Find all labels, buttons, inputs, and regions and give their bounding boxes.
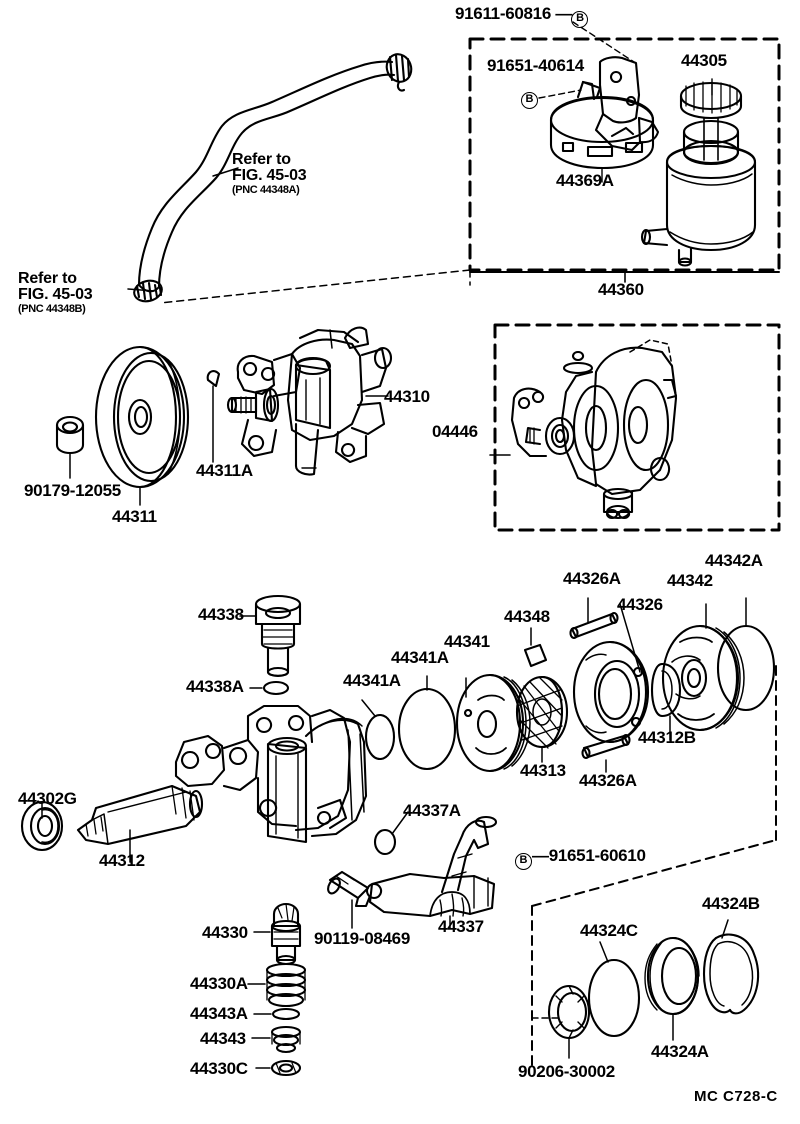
part-label-44337A: 44337A xyxy=(403,801,461,820)
part-label-90206-30002: 90206-30002 xyxy=(518,1062,615,1081)
part-label-44342A: 44342A xyxy=(705,551,763,570)
washer-44330C xyxy=(270,1059,302,1077)
part-label-44343: 44343 xyxy=(200,1029,246,1048)
oring-44324C xyxy=(587,958,641,1038)
part-label-44305: 44305 xyxy=(681,51,727,70)
part-label-91651-60610: B—91651-60610 xyxy=(515,847,646,870)
seal-kit-dashed-box xyxy=(531,659,777,1071)
part-label-44341: 44341 xyxy=(444,632,490,651)
bolt-90119 xyxy=(327,870,372,908)
part-label-44348: 44348 xyxy=(504,607,550,626)
part-label-44341A-b: 44341A xyxy=(391,648,449,667)
refer-pnc-bottom: (PNC 44348B) xyxy=(18,302,86,315)
reservoir-tank xyxy=(640,81,757,267)
part-label-90119-08469: 90119-08469 xyxy=(314,929,410,948)
part-label-90179-12055: 90179-12055 xyxy=(24,481,121,500)
part-label-44338: 44338 xyxy=(198,605,244,624)
part-label-44312: 44312 xyxy=(99,851,145,870)
part-label-44341A-a: 44341A xyxy=(343,671,401,690)
part-label-44324B: 44324B xyxy=(702,894,760,913)
refer-to-fig-bottom: Refer to FIG. 45-03 (PNC 44348B) xyxy=(18,270,93,315)
part-label-44313: 44313 xyxy=(520,761,566,780)
pulley-nut-90179 xyxy=(55,415,85,455)
oring-44341A-small xyxy=(364,713,396,761)
part-code-2: 91651-60610 xyxy=(548,846,646,865)
reservoir-dashed-box xyxy=(468,37,781,272)
reservoir-clamp-44369A xyxy=(549,80,655,170)
spring-44330A xyxy=(265,962,307,1008)
part-label-44310: 44310 xyxy=(384,387,430,406)
marker-b-icon: B xyxy=(571,11,589,28)
seal-44324A xyxy=(644,936,700,1016)
part-label-44324A: 44324A xyxy=(651,1042,709,1061)
refer-line-2: FIG. 45-03 xyxy=(232,167,307,185)
part-label-44326A-a: 44326A xyxy=(563,569,621,588)
pump-body-44310 xyxy=(206,326,393,476)
part-label-04446: 04446 xyxy=(432,422,478,441)
spring-44343 xyxy=(270,1025,302,1054)
seal-44302G xyxy=(20,800,64,852)
part-label-44330A: 44330A xyxy=(190,974,248,993)
part-label-44324C: 44324C xyxy=(580,921,638,940)
valve-44330 xyxy=(270,902,302,966)
part-label-44311A: 44311A xyxy=(196,461,253,480)
oring-44338A xyxy=(262,680,290,696)
snap-ring-44324B xyxy=(702,933,760,1015)
marker-b-91651-40614: B xyxy=(521,87,538,109)
part-label-44360: 44360 xyxy=(598,280,644,299)
shaft-44312 xyxy=(76,784,204,846)
seal-90206-30002 xyxy=(547,984,591,1040)
refer-pnc-top: (PNC 44348A) xyxy=(232,183,300,196)
refer-line-1: Refer to xyxy=(232,151,291,168)
part-label-44342: 44342 xyxy=(667,571,713,590)
part-label-44311: 44311 xyxy=(112,507,157,526)
cam-ring-44326 xyxy=(572,640,650,744)
gasket-kit-contents xyxy=(510,339,678,520)
key-44348 xyxy=(523,643,548,668)
pump-housing-lower xyxy=(174,704,368,844)
part-label-91611-60816: 91611-60816 —B xyxy=(455,4,589,28)
part-label-44343A: 44343A xyxy=(190,1004,248,1023)
marker-b-icon-2: B xyxy=(515,853,532,870)
part-label-44330: 44330 xyxy=(202,923,248,942)
pulley-44311 xyxy=(94,345,190,489)
diagram-footer-code: MC C728-C xyxy=(694,1088,778,1105)
snap-ring-44312B xyxy=(650,662,682,718)
part-label-44326: 44326 xyxy=(617,595,663,614)
oring-44341A-large xyxy=(397,687,457,771)
part-code: 91611-60816 xyxy=(455,4,551,23)
part-label-91651-40614: 91651-40614 xyxy=(487,56,584,75)
refer-line-2b: FIG. 45-03 xyxy=(18,286,93,304)
bolt-44338 xyxy=(254,594,302,678)
refer-to-fig-top: Refer to FIG. 45-03 (PNC 44348A) xyxy=(232,151,307,196)
part-label-44302G: 44302G xyxy=(18,789,77,808)
part-label-44312B: 44312B xyxy=(638,728,696,747)
hose-clamp-upper xyxy=(385,53,413,92)
oring-44337A xyxy=(373,828,397,856)
bracket-44337 xyxy=(366,815,498,918)
oring-44342A xyxy=(716,624,776,712)
refer-line-1b: Refer to xyxy=(18,270,77,287)
gasket-kit-dashed-box xyxy=(493,323,781,532)
pin-44326A-upper xyxy=(569,611,619,640)
part-label-44326A-b: 44326A xyxy=(579,771,637,790)
part-label-44330C: 44330C xyxy=(190,1059,248,1078)
rotor-plate-44342 xyxy=(661,624,745,732)
vane-rotor-44313 xyxy=(515,675,569,749)
part-label-44338A: 44338A xyxy=(186,677,244,696)
reservoir-bracket xyxy=(594,56,660,152)
oring-44343A xyxy=(271,1007,301,1021)
part-label-44337: 44337 xyxy=(438,917,484,936)
part-label-44369A: 44369A xyxy=(556,171,614,190)
